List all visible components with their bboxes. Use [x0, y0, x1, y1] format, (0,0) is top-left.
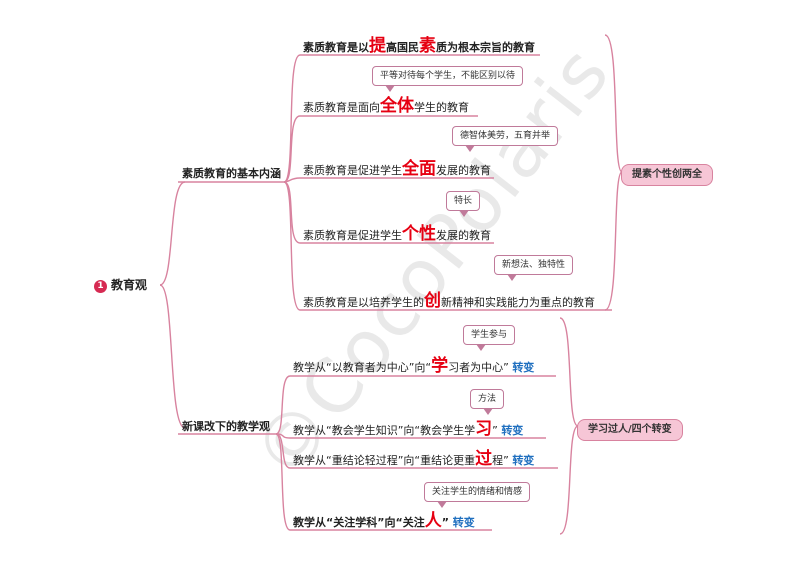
b1-item-2: 素质教育是面向全体学生的教育 [303, 96, 469, 116]
b1-note-2: 德智体美劳，五育并举 [452, 126, 559, 152]
b2-item1-line [275, 375, 556, 435]
b2-item-3: 教学从“重结论轻过程”向“重结论更重过程” 转变 [293, 449, 535, 469]
branch2-summary: 学习过人/四个转变 [577, 419, 683, 441]
root-to-branch2-line [159, 284, 186, 429]
b1-item4-line [283, 181, 494, 244]
brace-2 [559, 317, 579, 535]
branch1-summary: 提素个性创两全 [621, 164, 713, 186]
b2-note-2: 方法 [470, 389, 505, 415]
brace-1 [604, 34, 623, 311]
b1-item1-line [283, 54, 540, 183]
root-node: 1 教育观 [94, 278, 147, 293]
b2-item4-line [275, 433, 492, 531]
b1-note-3: 特长 [446, 191, 481, 217]
b1-item-4: 素质教育是促进学生个性发展的教育 [303, 224, 491, 244]
branch2-title: 新课改下的教学观 [182, 420, 270, 433]
root-to-branch1-line [159, 181, 186, 286]
root-number-badge: 1 [94, 280, 107, 293]
b1-item3-line [283, 177, 494, 183]
b2-item-2: 教学从“教会学生知识”向“教会学生学习” 转变 [293, 419, 524, 439]
b2-item-1: 教学从“以教育者为中心”向“学习者为中心” 转变 [293, 356, 535, 376]
b1-note-4: 新想法、独特性 [494, 255, 574, 281]
b2-item-4: 教学从“关注学科”向“关注人” 转变 [293, 511, 475, 531]
b1-item2-line [283, 115, 478, 183]
b1-item-5: 素质教育是以培养学生的创新精神和实践能力为重点的教育 [303, 291, 595, 311]
b2-note-3: 关注学生的情绪和情感 [424, 482, 531, 508]
b1-item-3: 素质教育是促进学生全面发展的教育 [303, 159, 491, 179]
b1-item5-line [283, 181, 612, 311]
b2-note-1: 学生参与 [463, 325, 516, 351]
b1-note-1: 平等对待每个学生，不能区别以待 [372, 66, 524, 92]
b2-item3-line [275, 433, 558, 469]
b1-item-1: 素质教育是以提高国民素质为根本宗旨的教育 [303, 36, 535, 56]
branch1-title: 素质教育的基本内涵 [182, 167, 281, 180]
root-label: 教育观 [111, 278, 148, 292]
